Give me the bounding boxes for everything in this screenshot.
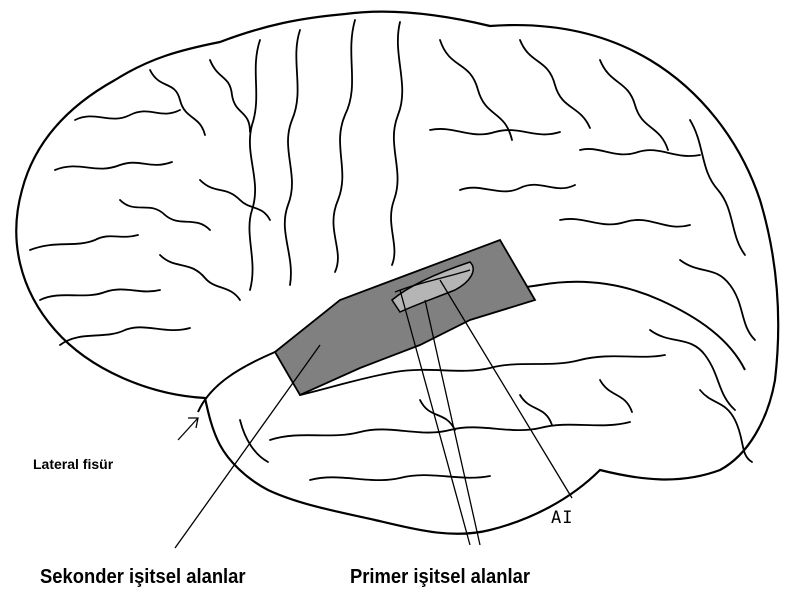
secondary-auditory-label: Sekonder işitsel alanlar: [40, 566, 246, 589]
lateral-arrow: [178, 418, 198, 440]
lateral-fissure-label: Lateral fisür: [33, 456, 113, 472]
ai-label: AI: [551, 508, 573, 528]
brain-outline: [16, 12, 778, 534]
primary-auditory-label: Primer işitsel alanlar: [350, 566, 530, 589]
